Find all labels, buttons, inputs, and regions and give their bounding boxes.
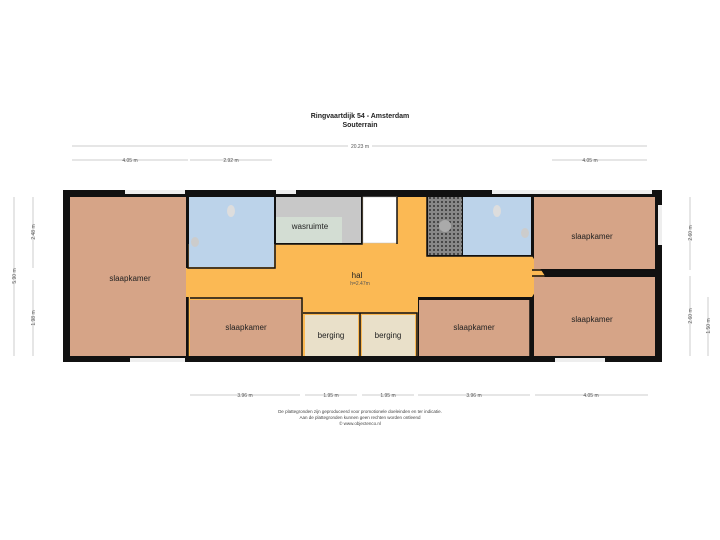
dim-total-width: 20.23 m	[351, 144, 369, 150]
sink-icon	[191, 237, 199, 247]
label-slaapkamer-mid-left: slaapkamer	[225, 323, 267, 332]
room-slaapkamer-mid-left	[190, 300, 301, 356]
room-slaapkamer-top-right	[534, 197, 655, 269]
stairs	[362, 196, 398, 244]
dim-bottom: 3.96 m	[237, 393, 252, 399]
label-slaapkamer-left: slaapkamer	[109, 274, 151, 283]
dim-top: 4.05 m	[122, 158, 137, 164]
dim-top: 2.92 m	[223, 158, 238, 164]
drain-icon	[439, 220, 451, 232]
room-slaapkamer-bottom-right	[534, 277, 655, 356]
label-hal-height: h=2.47m	[350, 281, 370, 287]
label-berging-2: berging	[375, 331, 402, 340]
dim-bottom: 3.96 m	[466, 393, 481, 399]
dim-left-total: 5.90 m	[12, 268, 18, 283]
dim-bottom: 4.05 m	[583, 393, 598, 399]
dim-right: 2.60 m	[688, 225, 694, 240]
room-slaapkamer-left	[70, 197, 186, 356]
toilet-icon	[493, 205, 501, 217]
room-berging-1	[305, 315, 358, 356]
toilet-icon	[227, 205, 235, 217]
dim-right: 1.50 m	[706, 318, 712, 333]
dim-top: 4.05 m	[582, 158, 597, 164]
windows	[125, 190, 662, 362]
copyright: © www.objectenco.nl	[339, 421, 381, 426]
label-slaapkamer-mid-right: slaapkamer	[453, 323, 495, 332]
label-slaapkamer-bottom-right: slaapkamer	[571, 315, 613, 324]
room-berging-2	[362, 315, 415, 356]
dim-bottom: 1.95 m	[323, 393, 338, 399]
room-wasruimte	[276, 217, 342, 243]
label-wasruimte: wasruimte	[291, 222, 329, 231]
room-slaapkamer-mid-right	[419, 300, 530, 356]
label-hal: hal	[352, 271, 363, 280]
plan-title: Ringvaartdijk 54 - Amsterdam	[310, 113, 410, 120]
dimension-labels: 20.23 m 4.05 m 2.92 m 4.05 m 3.96 m 1.95…	[12, 142, 712, 399]
sink-icon	[521, 228, 529, 238]
disclaimer-line-2: Aan de plattegronden kunnen geen rechten…	[299, 415, 421, 420]
label-berging-1: berging	[318, 331, 345, 340]
disclaimer-line-1: De plattegronden zijn geproduceerd voor …	[278, 409, 442, 414]
dim-left: 1.98 m	[31, 310, 37, 325]
label-slaapkamer-top-right: slaapkamer	[571, 232, 613, 241]
dim-left: 2.48 m	[31, 224, 37, 239]
dim-right: 2.60 m	[688, 308, 694, 323]
inner-walls	[187, 197, 655, 356]
floor-name: Souterrain	[342, 122, 378, 129]
dim-bottom: 1.95 m	[380, 393, 395, 399]
